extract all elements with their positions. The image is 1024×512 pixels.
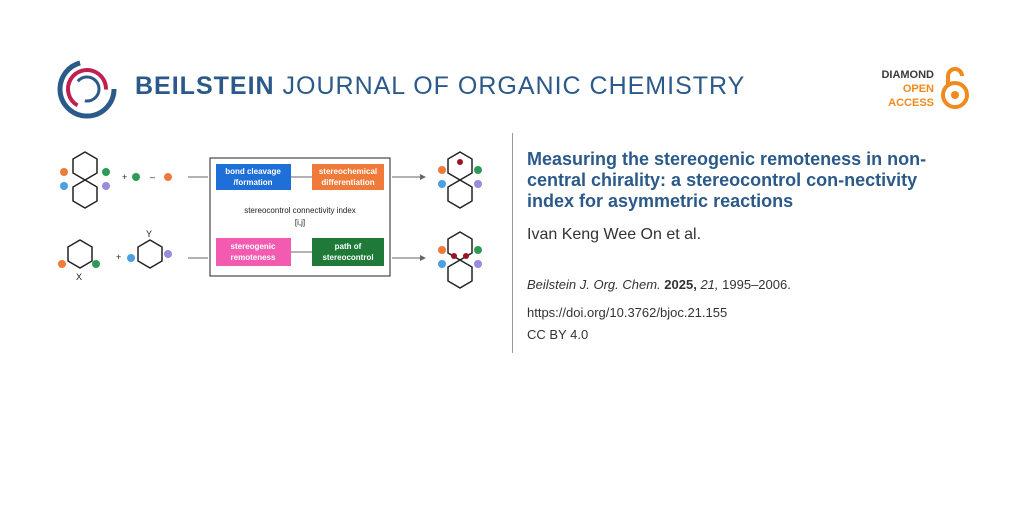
bond-cleavage-box bbox=[216, 164, 291, 190]
green-substituent bbox=[102, 168, 110, 176]
svg-text:bond cleavage: bond cleavage bbox=[225, 167, 281, 176]
path-of-stereocontrol-box bbox=[312, 238, 384, 266]
svg-text:stereocontrol connectivity ind: stereocontrol connectivity index bbox=[244, 206, 356, 215]
svg-text:+: + bbox=[116, 252, 121, 262]
stereochemical-box bbox=[312, 164, 384, 190]
svg-text:stereocontrol: stereocontrol bbox=[322, 253, 373, 262]
stereogenic-remoteness-box bbox=[216, 238, 291, 266]
open-access-lock-icon bbox=[941, 67, 969, 109]
article-doi-link[interactable]: https://doi.org/10.3762/bjoc.21.155 bbox=[527, 305, 728, 320]
svg-text:[i,j]: [i,j] bbox=[295, 218, 305, 227]
svg-text:path of: path of bbox=[335, 242, 362, 251]
svg-text:Y: Y bbox=[146, 229, 152, 239]
article-citation: Beilstein J. Org. Chem. 2025, 21, 1995–2… bbox=[527, 277, 791, 292]
svg-text:remoteness: remoteness bbox=[231, 253, 276, 262]
svg-text:+: + bbox=[122, 172, 127, 182]
svg-text:/formation: /formation bbox=[233, 178, 272, 187]
blue-substituent bbox=[60, 182, 68, 190]
svg-text:–: – bbox=[150, 172, 155, 182]
svg-text:X: X bbox=[76, 272, 82, 282]
svg-text:stereogenic: stereogenic bbox=[231, 242, 276, 251]
svg-text:stereochemical: stereochemical bbox=[319, 167, 377, 176]
journal-logo-icon bbox=[57, 59, 117, 119]
biaryl-molecule bbox=[72, 151, 98, 209]
svg-text:differentiation: differentiation bbox=[321, 178, 374, 187]
article-title: Measuring the stereogenic remoteness in … bbox=[527, 149, 927, 211]
purple-substituent bbox=[102, 182, 110, 190]
diamond-open-access-label: DIAMOND OPEN ACCESS bbox=[881, 69, 934, 109]
graphical-abstract: + – X + Y bond cleavage /formation stere… bbox=[58, 151, 482, 289]
article-authors: Ivan Keng Wee On et al. bbox=[527, 226, 702, 243]
vertical-divider bbox=[512, 133, 513, 353]
orange-substituent bbox=[60, 168, 68, 176]
journal-title: BEILSTEIN JOURNAL OF ORGANIC CHEMISTRY bbox=[135, 72, 746, 100]
article-license: CC BY 4.0 bbox=[527, 327, 589, 342]
